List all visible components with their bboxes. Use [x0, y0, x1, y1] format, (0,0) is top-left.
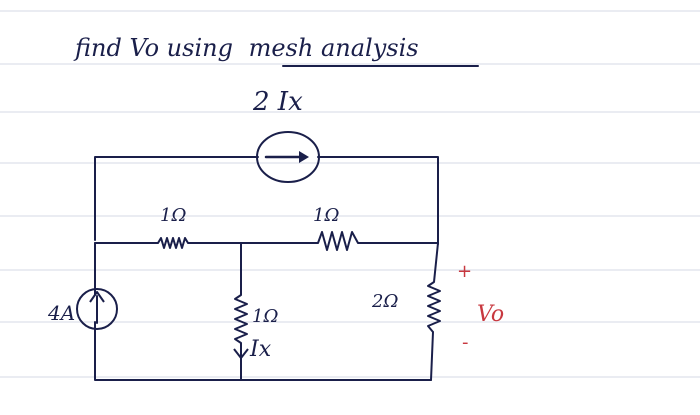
arrow-right-icon	[299, 151, 309, 163]
dependent-current-source	[256, 131, 320, 183]
current-source-label: 4A	[47, 301, 75, 325]
controlling-current-label: Ix	[249, 337, 272, 362]
title-underlined: mesh analysis	[249, 34, 419, 62]
resistor-right: 2Ω	[371, 281, 441, 333]
resistor-top-right-label: 1Ω	[313, 205, 339, 226]
resistor-right-label: 2Ω	[371, 291, 398, 312]
title-prefix: find Vo using	[73, 34, 233, 62]
resistor-middle-label: 1Ω	[252, 306, 278, 327]
independent-current-source: 4A	[47, 288, 118, 330]
output-minus: -	[462, 332, 469, 353]
arrow-down-icon	[233, 348, 249, 359]
output-label: Vo	[477, 302, 504, 327]
output-voltage: + Vo -	[457, 261, 504, 353]
resistor-top-left: 1Ω	[157, 205, 189, 249]
resistor-top-right: 1Ω	[313, 205, 359, 251]
ruled-lines	[0, 10, 700, 378]
problem-title: find Vo using mesh analysis	[73, 34, 419, 62]
arrow-up-icon	[89, 291, 105, 303]
output-plus: +	[457, 261, 472, 282]
controlling-current: Ix	[233, 337, 272, 362]
circuit-wires	[94, 156, 439, 381]
dependent-source-label: 2 Ix	[252, 87, 303, 117]
resistor-middle: 1Ω	[234, 294, 278, 350]
resistor-top-left-label: 1Ω	[160, 205, 186, 226]
